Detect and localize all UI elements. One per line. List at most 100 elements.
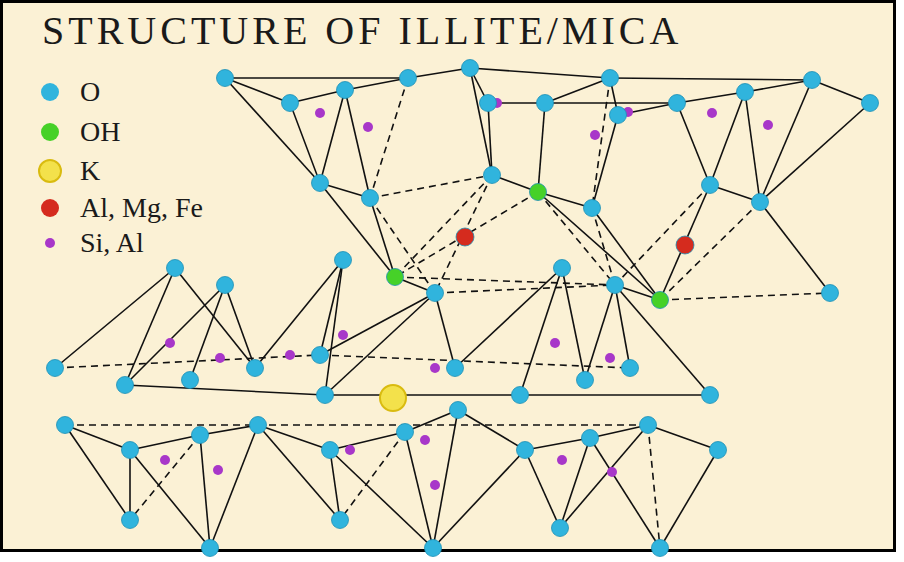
bond-line bbox=[455, 268, 562, 368]
bond-line bbox=[525, 450, 560, 528]
si-al-atom bbox=[557, 455, 567, 465]
bond-line bbox=[590, 438, 660, 548]
oxygen-atom bbox=[822, 285, 839, 302]
oh-group bbox=[387, 269, 404, 286]
atoms bbox=[47, 60, 879, 557]
bond-line bbox=[325, 394, 520, 396]
si-al-atom bbox=[430, 363, 440, 373]
bond-line bbox=[435, 285, 615, 293]
oxygen-atom bbox=[537, 95, 554, 112]
bond-line bbox=[370, 198, 395, 277]
oxygen-atom bbox=[640, 417, 657, 434]
bond-line bbox=[55, 355, 320, 368]
bond-line bbox=[615, 185, 710, 285]
oxygen-atom bbox=[584, 200, 601, 217]
bond-line bbox=[648, 425, 718, 450]
oxygen-atom bbox=[602, 70, 619, 87]
bond-line bbox=[435, 293, 455, 368]
oxygen-atom bbox=[192, 427, 209, 444]
oxygen-atom bbox=[582, 430, 599, 447]
bond-line bbox=[130, 435, 200, 520]
oxygen-atom bbox=[862, 95, 879, 112]
oxygen-atom bbox=[217, 277, 234, 294]
bond-line bbox=[370, 78, 408, 198]
si-al-atom bbox=[363, 122, 373, 132]
bond-line bbox=[560, 425, 648, 528]
bond-line bbox=[255, 260, 343, 368]
bond-line bbox=[345, 90, 370, 198]
legend-swatch bbox=[41, 123, 59, 141]
oxygen-atom bbox=[702, 387, 719, 404]
k-atom bbox=[380, 385, 406, 411]
bond-line bbox=[592, 115, 618, 208]
si-al-atom bbox=[430, 480, 440, 490]
oxygen-atom bbox=[480, 95, 497, 112]
bond-line bbox=[562, 268, 585, 380]
bond-line bbox=[225, 78, 290, 103]
bond-line bbox=[677, 103, 710, 185]
si-al-atom bbox=[215, 353, 225, 363]
si-al-atom bbox=[763, 120, 773, 130]
oxygen-atom bbox=[737, 84, 754, 101]
oxygen-atom bbox=[362, 190, 379, 207]
oxygen-atom bbox=[117, 377, 134, 394]
si-al-atom bbox=[590, 130, 600, 140]
oxygen-atom bbox=[554, 260, 571, 277]
oxygen-atom bbox=[282, 95, 299, 112]
bond-lines bbox=[55, 68, 870, 548]
bond-line bbox=[65, 425, 130, 450]
oxygen-atom bbox=[610, 107, 627, 124]
si-al-atom bbox=[213, 465, 223, 475]
bond-line bbox=[258, 425, 340, 520]
bond-line bbox=[395, 277, 615, 285]
oxygen-atom bbox=[652, 540, 669, 557]
bond-line bbox=[660, 293, 830, 300]
bond-line bbox=[592, 78, 610, 208]
bond-line bbox=[200, 435, 210, 548]
oxygen-atom bbox=[202, 540, 219, 557]
oxygen-atom bbox=[484, 167, 501, 184]
bond-line bbox=[470, 68, 610, 78]
si-al-atom bbox=[160, 455, 170, 465]
bond-line bbox=[760, 202, 830, 293]
oxygen-atom bbox=[607, 277, 624, 294]
oxygen-atom bbox=[512, 387, 529, 404]
bond-line bbox=[760, 80, 812, 202]
bond-line bbox=[65, 425, 130, 520]
oxygen-atom bbox=[702, 177, 719, 194]
bond-line bbox=[592, 208, 615, 285]
bond-line bbox=[520, 394, 710, 396]
oxygen-atom bbox=[250, 417, 267, 434]
si-al-atom bbox=[420, 435, 430, 445]
bond-line bbox=[525, 438, 590, 450]
bond-line bbox=[433, 410, 458, 548]
bond-line bbox=[760, 103, 870, 202]
bond-line bbox=[660, 450, 718, 548]
oxygen-atom bbox=[122, 512, 139, 529]
oxygen-atom bbox=[217, 70, 234, 87]
legend-swatch bbox=[45, 238, 55, 248]
bond-line bbox=[320, 90, 345, 183]
bond-line bbox=[745, 80, 812, 92]
bond-line bbox=[677, 92, 745, 103]
legend-label: Al, Mg, Fe bbox=[80, 191, 203, 225]
bond-line bbox=[340, 432, 405, 520]
bond-line bbox=[610, 78, 812, 80]
oxygen-atom bbox=[427, 285, 444, 302]
bond-line bbox=[488, 103, 492, 175]
bond-line bbox=[615, 285, 630, 368]
oxygen-atom bbox=[450, 402, 467, 419]
oxygen-atom bbox=[669, 95, 686, 112]
legend-label: OH bbox=[80, 115, 120, 149]
bond-line bbox=[545, 102, 677, 104]
bond-line bbox=[225, 77, 408, 79]
bond-line bbox=[320, 355, 630, 368]
legend-swatch bbox=[38, 159, 62, 183]
diagram-title: STRUCTURE OF ILLITE/MICA bbox=[42, 8, 682, 54]
oxygen-atom bbox=[47, 360, 64, 377]
oxygen-atom bbox=[552, 520, 569, 537]
oxygen-atom bbox=[122, 442, 139, 459]
oxygen-atom bbox=[752, 194, 769, 211]
